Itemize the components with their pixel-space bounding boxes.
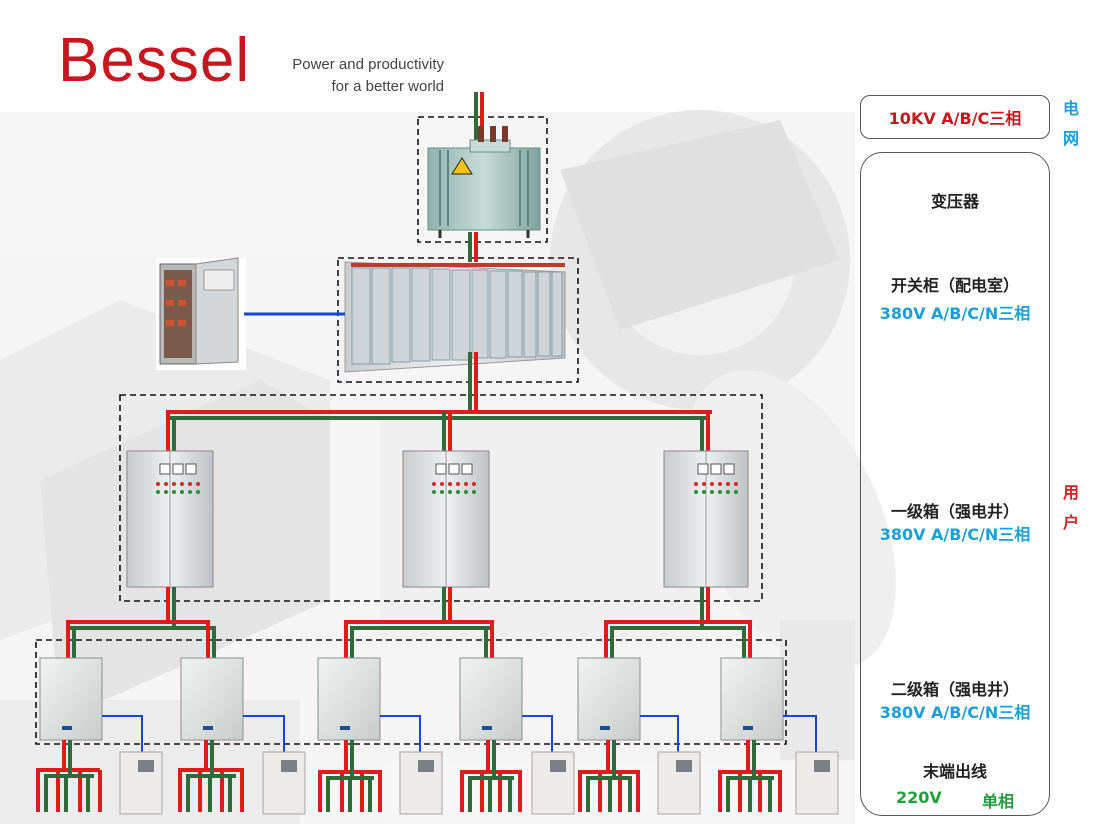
level1-cabinet bbox=[402, 450, 490, 588]
switchgear-icon bbox=[344, 261, 566, 373]
feed-transformer-to-switchgear bbox=[468, 232, 478, 262]
terminal-outputs bbox=[36, 740, 782, 812]
level2-frame bbox=[35, 639, 787, 745]
user-side-label: 用 户 bbox=[1060, 478, 1082, 538]
user-side-char: 用 bbox=[1062, 483, 1079, 502]
grid-side-label: 电 网 bbox=[1060, 94, 1082, 154]
grid-side-char: 电 bbox=[1062, 99, 1079, 118]
legend-terminal: 末端出线 bbox=[922, 762, 987, 781]
grid-voltage-box: 10KV A/B/C三相 bbox=[860, 95, 1050, 139]
feeders-level2 bbox=[66, 587, 752, 660]
tagline-line1: Power and productivity bbox=[292, 56, 444, 73]
transformer-icon bbox=[427, 126, 541, 238]
legend-level1-voltage: 380V A/B/C/N三相 bbox=[879, 525, 1031, 544]
legend-switchgear-voltage: 380V A/B/C/N三相 bbox=[879, 304, 1031, 323]
level-legend-panel bbox=[860, 152, 1050, 816]
legend-level1: 一级箱（强电井） bbox=[890, 502, 1019, 521]
brand-tagline: Power and productivity for a better worl… bbox=[272, 54, 444, 98]
blue-links-level2 bbox=[102, 715, 817, 752]
legend-transformer: 变压器 bbox=[930, 192, 979, 211]
user-side-char: 户 bbox=[1062, 513, 1079, 532]
grid-voltage-label: 10KV A/B/C三相 bbox=[888, 109, 1022, 128]
level1-frame bbox=[119, 394, 763, 602]
legend-switchgear: 开关柜（配电室） bbox=[890, 276, 1019, 295]
grid-side-char: 网 bbox=[1062, 129, 1079, 148]
capacitor-cabinet-icon bbox=[156, 257, 246, 370]
terminal-panel bbox=[399, 751, 443, 815]
legend-terminal-voltage: 220V bbox=[896, 788, 942, 807]
brand-logo: Bessel bbox=[58, 26, 251, 95]
tagline-line2: for a better world bbox=[331, 78, 444, 95]
level1-cabinet bbox=[663, 450, 749, 588]
level1-cabinet bbox=[126, 450, 214, 588]
legend-level2-voltage: 380V A/B/C/N三相 bbox=[879, 703, 1031, 722]
switchgear-frame bbox=[337, 257, 579, 383]
legend-level2: 二级箱（强电井） bbox=[890, 680, 1019, 699]
legend-terminal-phase: 单相 bbox=[982, 792, 1015, 811]
busbar-level1 bbox=[166, 352, 712, 452]
